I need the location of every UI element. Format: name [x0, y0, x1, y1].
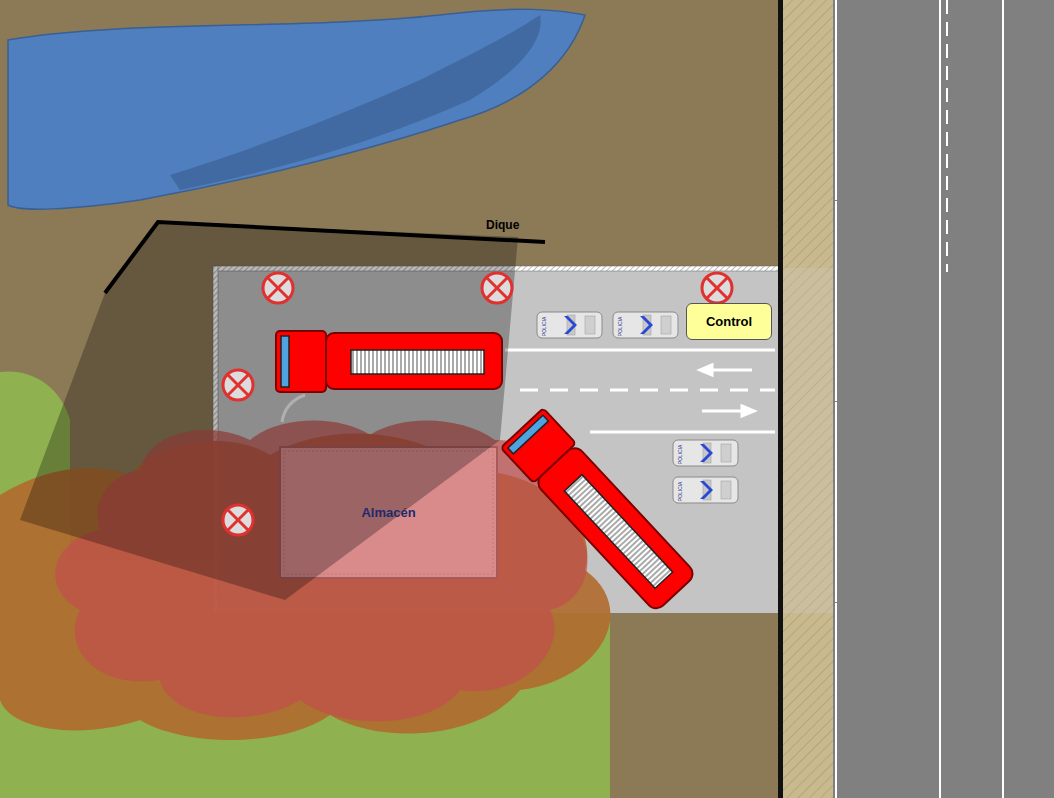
police-car	[613, 312, 678, 338]
police-car	[673, 477, 738, 503]
police-car	[537, 312, 602, 338]
road-line	[835, 0, 837, 798]
node-label: Control	[706, 314, 752, 329]
node-label: Almacén	[361, 505, 415, 520]
fire-truck	[276, 331, 502, 392]
police-label: POLICIA	[618, 316, 623, 336]
lake-deep	[170, 15, 541, 190]
control-box: Control	[686, 303, 772, 340]
lane-line	[505, 349, 775, 352]
road-line	[1002, 0, 1004, 798]
driveway	[783, 268, 833, 613]
road-line	[946, 0, 948, 272]
sidewalk	[783, 0, 833, 798]
dike-label: Dique	[486, 219, 519, 231]
no-entry-sign	[482, 273, 512, 303]
dike-shadow	[20, 222, 518, 600]
no-entry-sign	[263, 273, 293, 303]
road-line	[939, 0, 941, 798]
road	[833, 0, 1054, 798]
no-entry-sign	[702, 273, 732, 303]
lake	[8, 9, 585, 209]
lane-arrow	[702, 406, 754, 416]
police-label: POLICIA	[542, 316, 547, 336]
dike	[105, 222, 545, 293]
no-entry-sign	[223, 370, 253, 400]
lane-line	[590, 431, 775, 434]
fence	[778, 0, 783, 798]
police-label: POLICIA	[678, 444, 683, 464]
no-entry-sign	[223, 505, 253, 535]
police-car	[673, 440, 738, 466]
police-label: POLICIA	[678, 481, 683, 501]
lane-line	[520, 389, 775, 392]
fire-truck	[501, 408, 698, 613]
warehouse-box: Almacén	[280, 447, 497, 578]
lane-arrow	[700, 365, 752, 375]
